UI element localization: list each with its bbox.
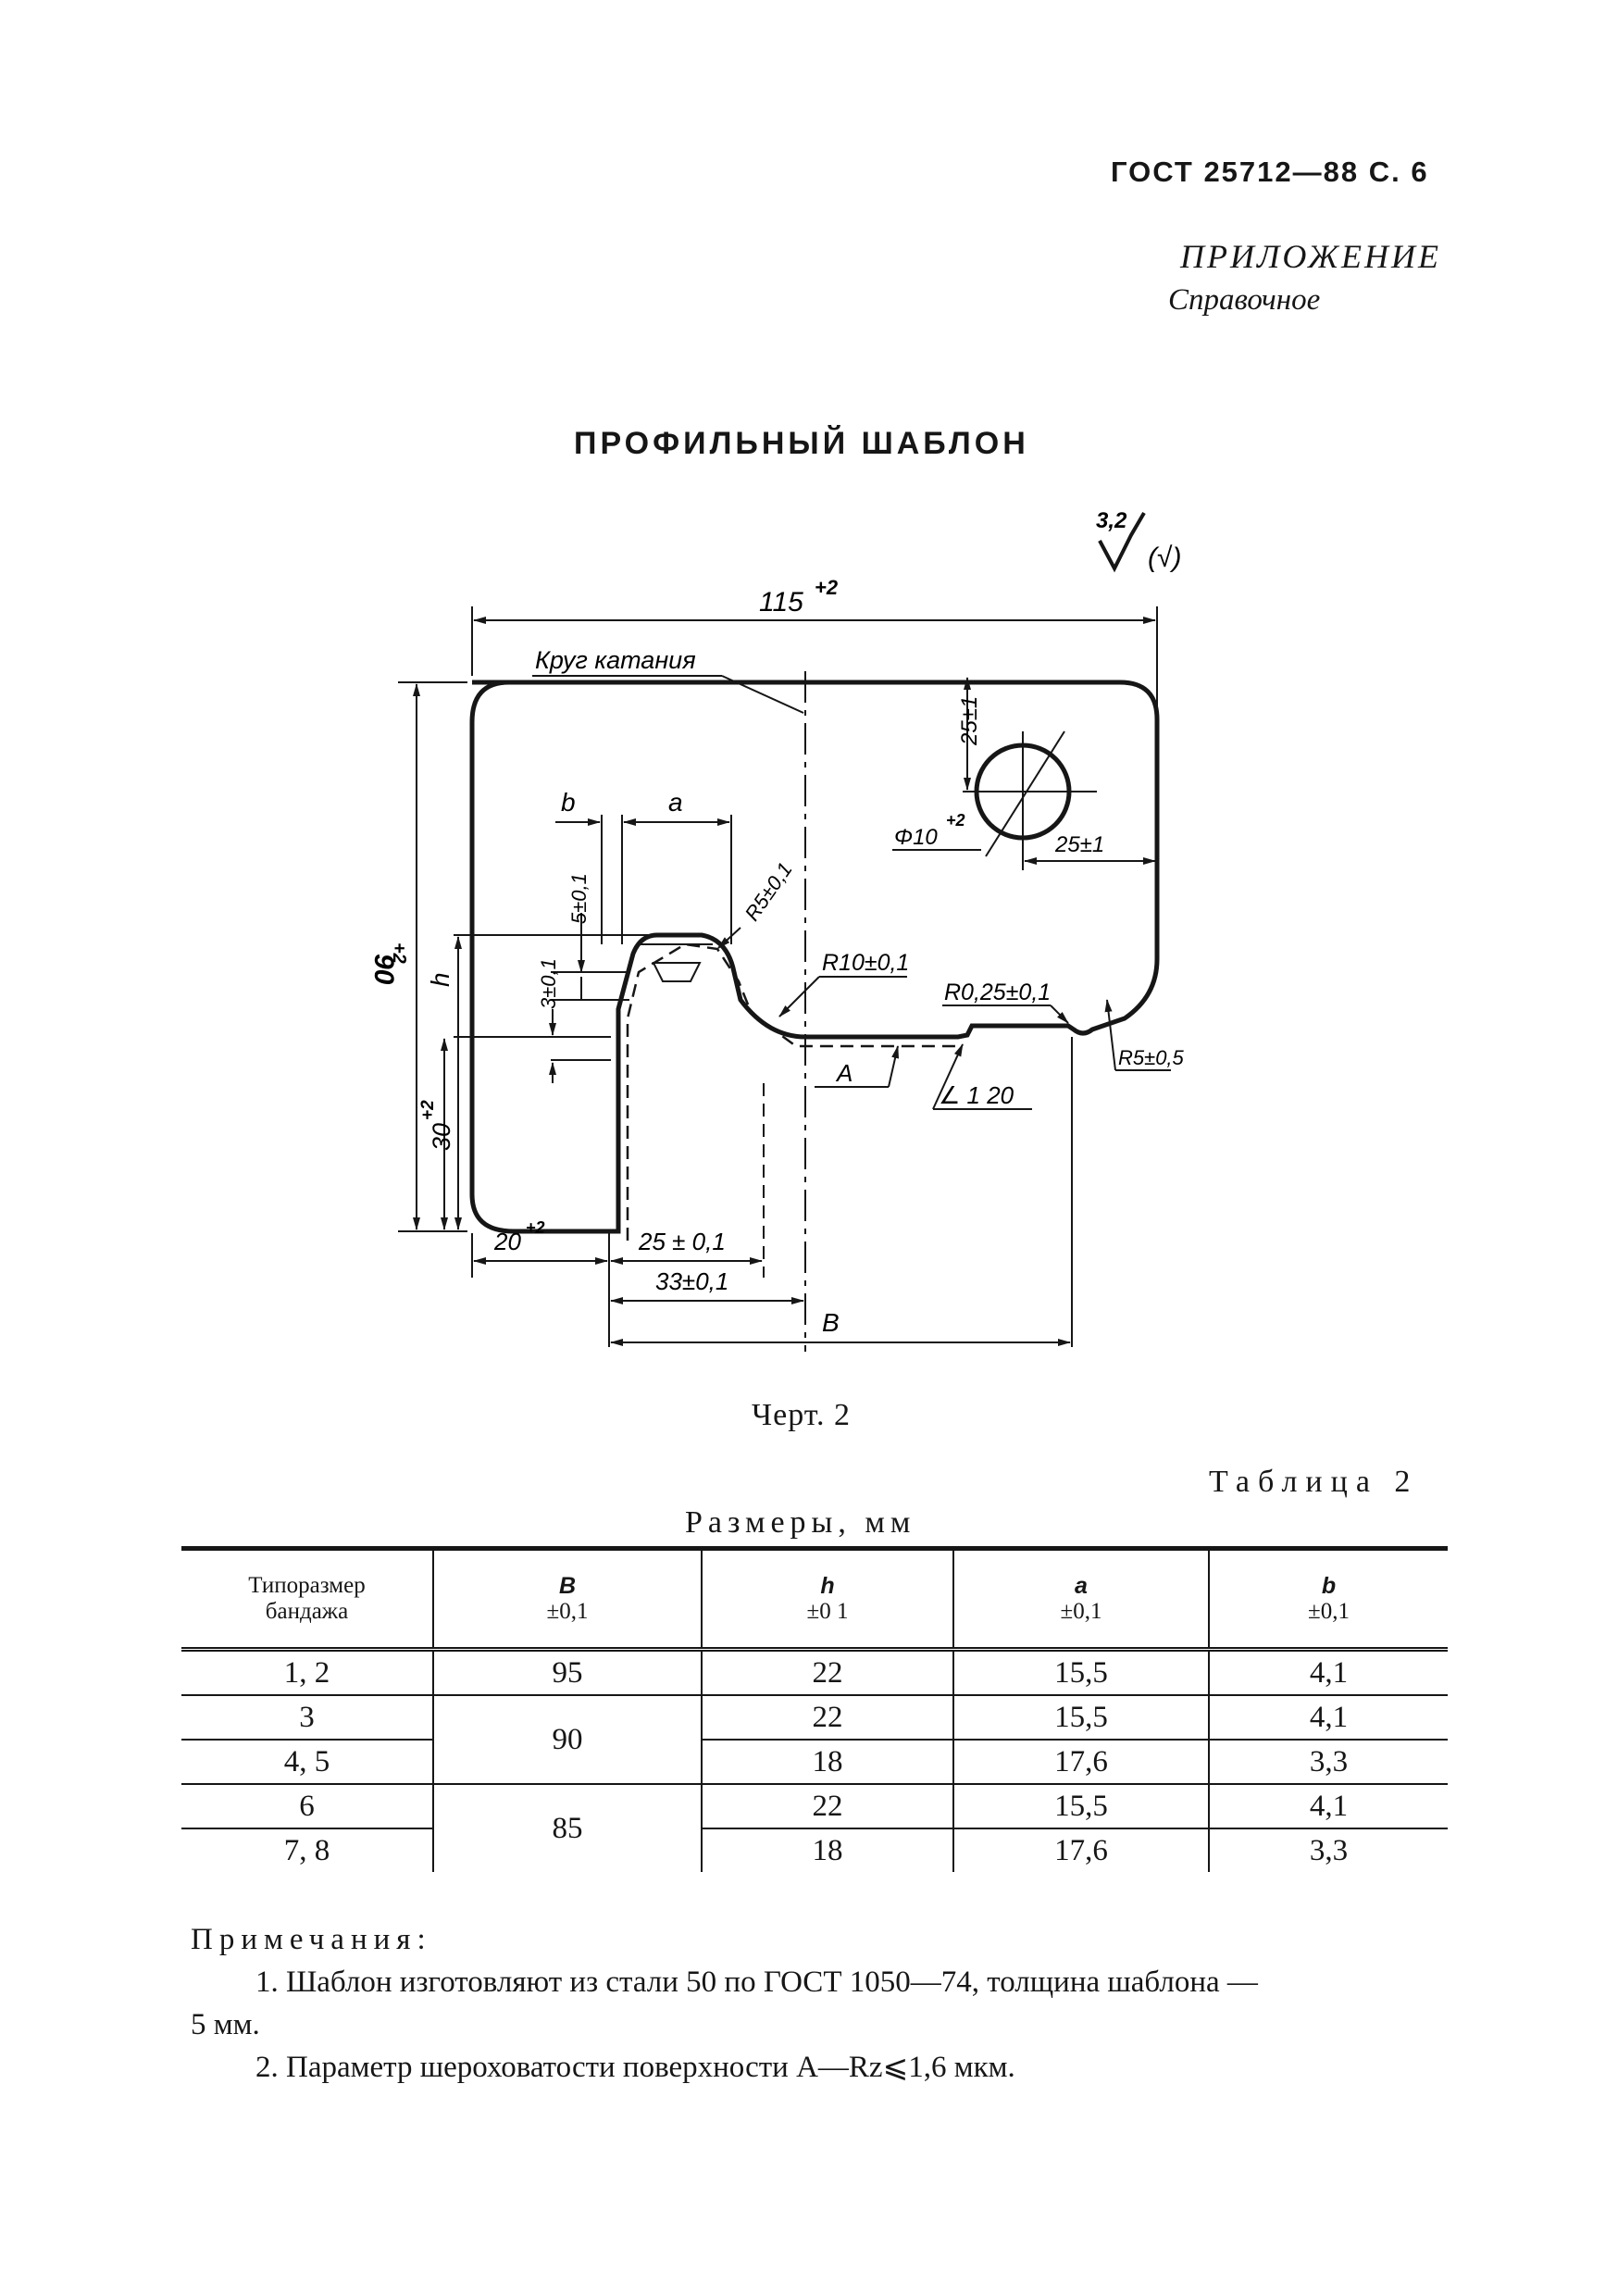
col-header-b-letter: b (1321, 1573, 1337, 1599)
table-row: 7, 8 18 17,6 3,3 (181, 1828, 1448, 1872)
dim-r5-corner: R5±0,5 (1118, 1046, 1185, 1069)
template-outline (469, 680, 1160, 1234)
col-header-h: h ±0 1 (701, 1546, 953, 1652)
cell-a: 15,5 (952, 1695, 1209, 1741)
col-header-size-line2: бандажа (265, 1599, 349, 1624)
col-header-a-tol: ±0,1 (1060, 1599, 1102, 1624)
dim-20-tol: +2 (526, 1218, 545, 1237)
page-header: ГОСТ 25712—88 С. 6 (1111, 156, 1429, 188)
cell-h: 18 (701, 1740, 953, 1785)
cell-B: 85 (432, 1784, 702, 1872)
col-header-B: B ±0,1 (432, 1546, 702, 1652)
cell-B: 90 (432, 1695, 702, 1785)
col-header-a-letter: a (1075, 1573, 1088, 1599)
surface-a-label: A (835, 1059, 853, 1087)
cell-h: 18 (701, 1828, 953, 1872)
col-header-B-letter: B (558, 1573, 577, 1599)
cell-a: 17,6 (952, 1828, 1209, 1872)
appendix-type: Справочное (1168, 283, 1321, 317)
slope-label: ∠ 1 20 (939, 1081, 1014, 1109)
cell-size: 6 (181, 1784, 433, 1829)
table-subtitle: Размеры, мм (685, 1505, 916, 1540)
table-header-row: Типоразмер бандажа B ±0,1 h ±0 1 a ±0,1 … (181, 1546, 1448, 1652)
col-header-h-tol: ±0 1 (806, 1599, 849, 1624)
cell-b: 4,1 (1208, 1784, 1448, 1829)
table-row: 4, 5 18 17,6 3,3 (181, 1740, 1448, 1785)
dim-hole-diameter: Φ10 (894, 825, 938, 850)
table-row: 3 90 22 15,5 4,1 (181, 1695, 1448, 1785)
table-number: Таблица 2 (1209, 1465, 1419, 1499)
cell-h: 22 (701, 1649, 953, 1696)
col-header-b-tol: ±0,1 (1308, 1599, 1350, 1624)
dim-hole-horizontal: 25±1 (1054, 832, 1104, 857)
dim-33: 33±0,1 (655, 1267, 728, 1295)
dim-overall-width-tol: +2 (815, 576, 839, 599)
col-header-size: Типоразмер бандажа (181, 1546, 433, 1652)
cell-b: 4,1 (1208, 1649, 1448, 1696)
cell-h: 22 (701, 1695, 953, 1741)
dim-B: B (822, 1308, 840, 1337)
notes: Примечания: 1. Шаблон изготовляют из ста… (191, 1918, 1468, 2089)
dim-30-tol: +2 (418, 1100, 438, 1120)
dim-r025: R0,25±0,1 (944, 980, 1051, 1005)
dim-30: 30 (428, 1123, 455, 1151)
dim-5: 5±0,1 (567, 873, 591, 924)
col-header-a: a ±0,1 (952, 1546, 1209, 1652)
col-header-b: b ±0,1 (1208, 1546, 1448, 1652)
rolling-circle-label: Круг катания (535, 646, 696, 674)
dim-overall-height: 90 (368, 954, 399, 985)
col-header-h-letter: h (820, 1573, 835, 1599)
cell-b: 3,3 (1208, 1740, 1448, 1785)
cell-size: 1, 2 (181, 1649, 433, 1696)
col-header-B-tol: ±0,1 (546, 1599, 589, 1624)
dim-overall-width: 115 (759, 587, 803, 618)
table-row: 6 85 22 15,5 4,1 (181, 1784, 1448, 1872)
dim-hole-vertical: 25±1 (957, 696, 982, 746)
cell-b: 3,3 (1208, 1828, 1448, 1872)
note-2: 2. Параметр шероховатости поверхности A—… (255, 2051, 1015, 2084)
dim-hole-diameter-tol: +2 (946, 811, 965, 830)
dim-3: 3±0,1 (537, 958, 560, 1009)
cell-b: 4,1 (1208, 1695, 1448, 1741)
dim-20: 20 (493, 1228, 521, 1255)
cell-B: 95 (432, 1649, 702, 1696)
cell-size: 3 (181, 1695, 433, 1741)
page-title: ПРОФИЛЬНЫЙ ШАБЛОН (574, 426, 1029, 461)
dim-25: 25 ± 0,1 (638, 1228, 726, 1255)
notes-heading: Примечания: (191, 1923, 432, 1956)
cell-a: 17,6 (952, 1740, 1209, 1785)
dim-b: b (561, 788, 576, 817)
appendix-label: ПРИЛОЖЕНИЕ (1180, 238, 1441, 275)
dim-overall-height-tol: +2 (389, 942, 409, 964)
table-row: 1, 2 95 22 15,5 4,1 (181, 1649, 1448, 1696)
cell-a: 15,5 (952, 1784, 1209, 1829)
note-1-line-1: 1. Шаблон изготовляют из стали 50 по ГОС… (255, 1965, 1258, 1999)
figure-caption: Черт. 2 (752, 1398, 852, 1432)
roughness-symbol: 3,2 (√) (1096, 508, 1181, 573)
hole (963, 730, 1097, 857)
dim-a: a (668, 788, 683, 817)
dimensions-table: Типоразмер бандажа B ±0,1 h ±0 1 a ±0,1 … (181, 1546, 1448, 1872)
roughness-suffix: (√) (1148, 543, 1181, 573)
dim-r10: R10±0,1 (822, 950, 909, 976)
cell-a: 15,5 (952, 1649, 1209, 1696)
cell-h: 22 (701, 1784, 953, 1829)
cell-size: 4, 5 (181, 1740, 433, 1785)
note-1-line-2: 5 мм. (191, 2008, 260, 2041)
dim-h: h (426, 972, 454, 987)
roughness-value: 3,2 (1096, 508, 1127, 533)
profile-template-drawing: 3,2 (√) 115 +2 Круг катания 90 +2 h 30 +… (368, 508, 1185, 1352)
cell-size: 7, 8 (283, 1833, 330, 1867)
dim-r5-flange: R5±0,1 (741, 858, 797, 925)
col-header-size-line1: Типоразмер (248, 1573, 366, 1598)
